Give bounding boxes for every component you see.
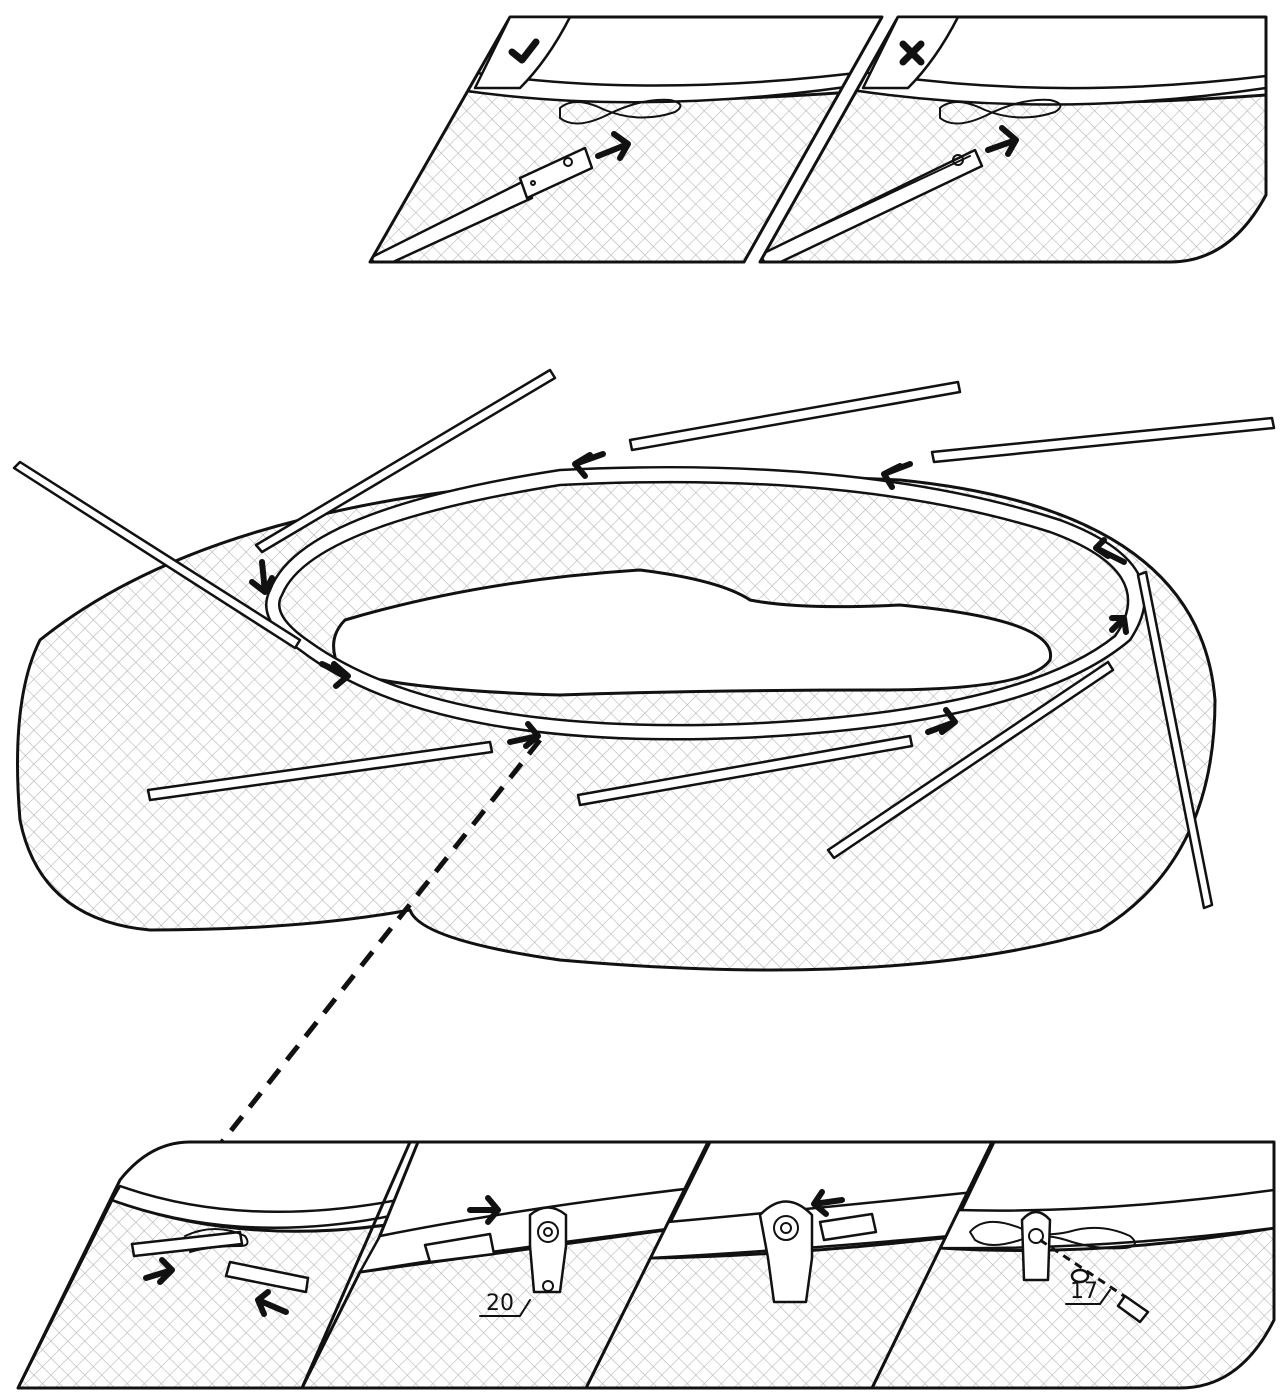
frame-poles <box>12 368 1276 910</box>
callout-clip-number: 20 <box>486 1291 514 1316</box>
cross-icon <box>899 40 925 66</box>
detail-panel-screw: 17 <box>870 1140 1276 1390</box>
detail-leader-line <box>220 738 542 1144</box>
direction-arrows <box>249 451 1129 749</box>
main-assembly <box>12 368 1276 972</box>
panel-correct <box>368 15 884 264</box>
checkmark-icon <box>508 38 540 64</box>
frame-ring <box>265 465 1146 741</box>
detail-panel-insert <box>16 1140 420 1390</box>
callout-screw-number: 17 <box>1070 1279 1098 1304</box>
panel-incorrect <box>758 15 1268 264</box>
